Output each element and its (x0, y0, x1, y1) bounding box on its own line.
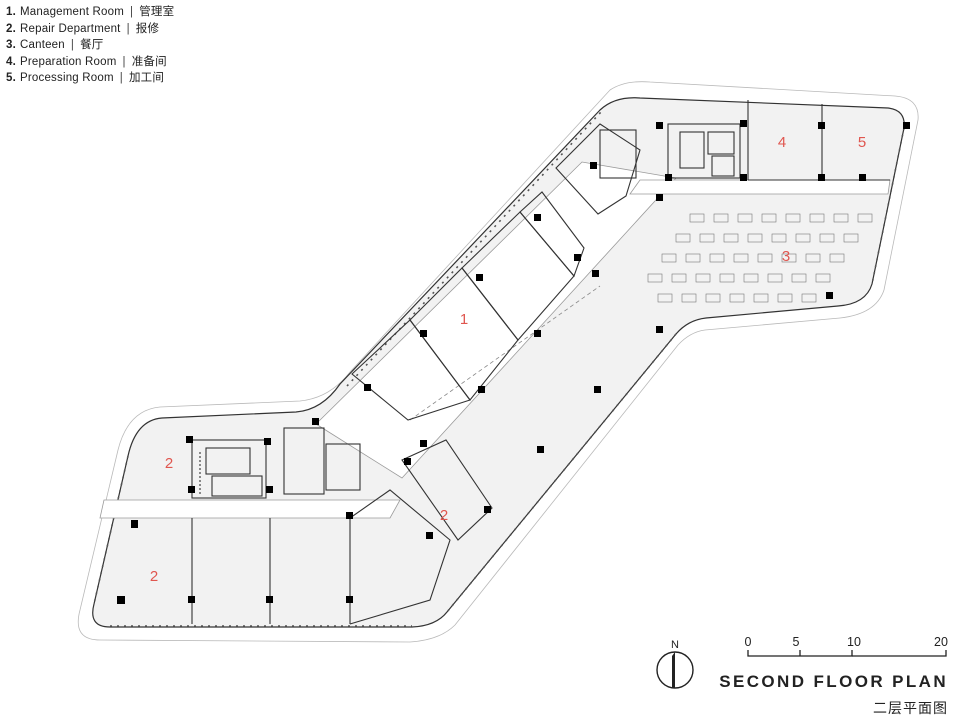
legend-item: 1. Management Room | 管理室 (6, 4, 174, 21)
legend: 1.Management Room|管理室 2.Repair Departmen… (6, 4, 174, 87)
legend-number: 1. (6, 6, 16, 18)
canteen-seating (647, 213, 873, 303)
plan-title-chinese: 二层平面图 (873, 700, 948, 716)
canteen-table (857, 213, 873, 223)
legend-item: 5. Processing Room | 加工间 (6, 70, 174, 87)
canteen-table (819, 233, 835, 243)
legend-english: Preparation Room (20, 55, 117, 68)
room-label-repair-sw: 2 (150, 568, 158, 585)
legend-separator: | (130, 6, 134, 18)
facade-west (93, 455, 129, 605)
legend-chinese: 加工间 (128, 72, 165, 84)
scale-tick-5: 5 (793, 635, 800, 649)
scale-tick-0: 0 (745, 635, 752, 649)
canteen-table (833, 213, 849, 223)
corridor-east (629, 179, 891, 195)
legend-chinese: 餐厅 (80, 39, 104, 51)
legend-english: Processing Room (20, 72, 114, 84)
room-label-repair-center: 2 (440, 507, 448, 524)
legend-number: 3. (6, 39, 16, 51)
canteen-table (695, 273, 711, 283)
site-boundary (77, 81, 919, 643)
canteen-table (675, 233, 691, 243)
legend-number: 5. (6, 72, 16, 84)
canteen-table (753, 293, 769, 303)
legend-separator: | (70, 39, 75, 51)
corridor-west (99, 499, 401, 519)
legend-separator: | (119, 72, 123, 84)
legend-english: Repair Department (20, 22, 121, 35)
legend-english: Management Room (20, 6, 124, 18)
repair-rooms-south (191, 489, 451, 625)
canteen-table (809, 213, 825, 223)
north-letter: N (671, 639, 679, 651)
canteen-table (771, 233, 787, 243)
canteen-table (747, 233, 763, 243)
core-west (191, 427, 361, 499)
structural-columns (117, 120, 910, 604)
canteen-table (671, 273, 687, 283)
canteen-table (681, 293, 697, 303)
canteen-table (761, 213, 777, 223)
room-label-processing: 5 (858, 134, 866, 151)
canteen-table (689, 213, 705, 223)
canteen-table (709, 253, 725, 263)
canteen-table (661, 253, 677, 263)
legend-separator: | (126, 22, 130, 35)
canteen-table (657, 293, 673, 303)
canteen-table (785, 213, 801, 223)
room-label-preparation: 4 (778, 134, 786, 151)
legend-number: 4. (6, 55, 16, 68)
corridor-centerline (409, 285, 601, 421)
canteen-table (767, 273, 783, 283)
canteen-table (815, 273, 831, 283)
room-label-management: 1 (460, 311, 468, 328)
legend-chinese: 准备间 (131, 55, 167, 68)
legend-chinese: 报修 (135, 22, 160, 35)
canteen-table (737, 213, 753, 223)
canteen-table (781, 253, 797, 263)
legend-number: 2. (6, 22, 16, 35)
legend-item: 3. Canteen | 餐厅 (6, 37, 174, 54)
canteen-table (729, 293, 745, 303)
canteen-table (805, 253, 821, 263)
legend-item: 4. Preparation Room | 准备间 (6, 54, 174, 71)
legend-separator: | (122, 55, 126, 68)
canteen-table (777, 293, 793, 303)
canteen-table (791, 273, 807, 283)
legend-english: Canteen (20, 39, 65, 51)
canteen-table (829, 253, 845, 263)
north-needle (672, 652, 675, 688)
canteen-table (647, 273, 663, 283)
canteen-table (743, 273, 759, 283)
canteen-table (757, 253, 773, 263)
room-label-canteen: 3 (782, 248, 790, 265)
canteen-table (705, 293, 721, 303)
scale-tick-10: 10 (847, 635, 861, 649)
canteen-table (723, 233, 739, 243)
room-label-repair-nw: 2 (165, 455, 173, 472)
canteen-table (733, 253, 749, 263)
repair-room-center (401, 439, 493, 541)
scale-bar: 0 5 10 20 (745, 635, 948, 657)
canteen-table (713, 213, 729, 223)
canteen-table (685, 253, 701, 263)
plan-title: SECOND FLOOR PLAN (719, 672, 948, 691)
management-rooms (351, 191, 585, 421)
core-north (555, 123, 741, 215)
canteen-table (843, 233, 859, 243)
scale-tick-20: 20 (934, 635, 948, 649)
canteen-table (699, 233, 715, 243)
canteen-table (719, 273, 735, 283)
canteen-table (795, 233, 811, 243)
north-arrow: N (656, 639, 694, 689)
legend-item: 2. Repair Department | 报修 (6, 21, 174, 38)
legend-chinese: 管理室 (139, 6, 175, 18)
canteen-table (801, 293, 817, 303)
